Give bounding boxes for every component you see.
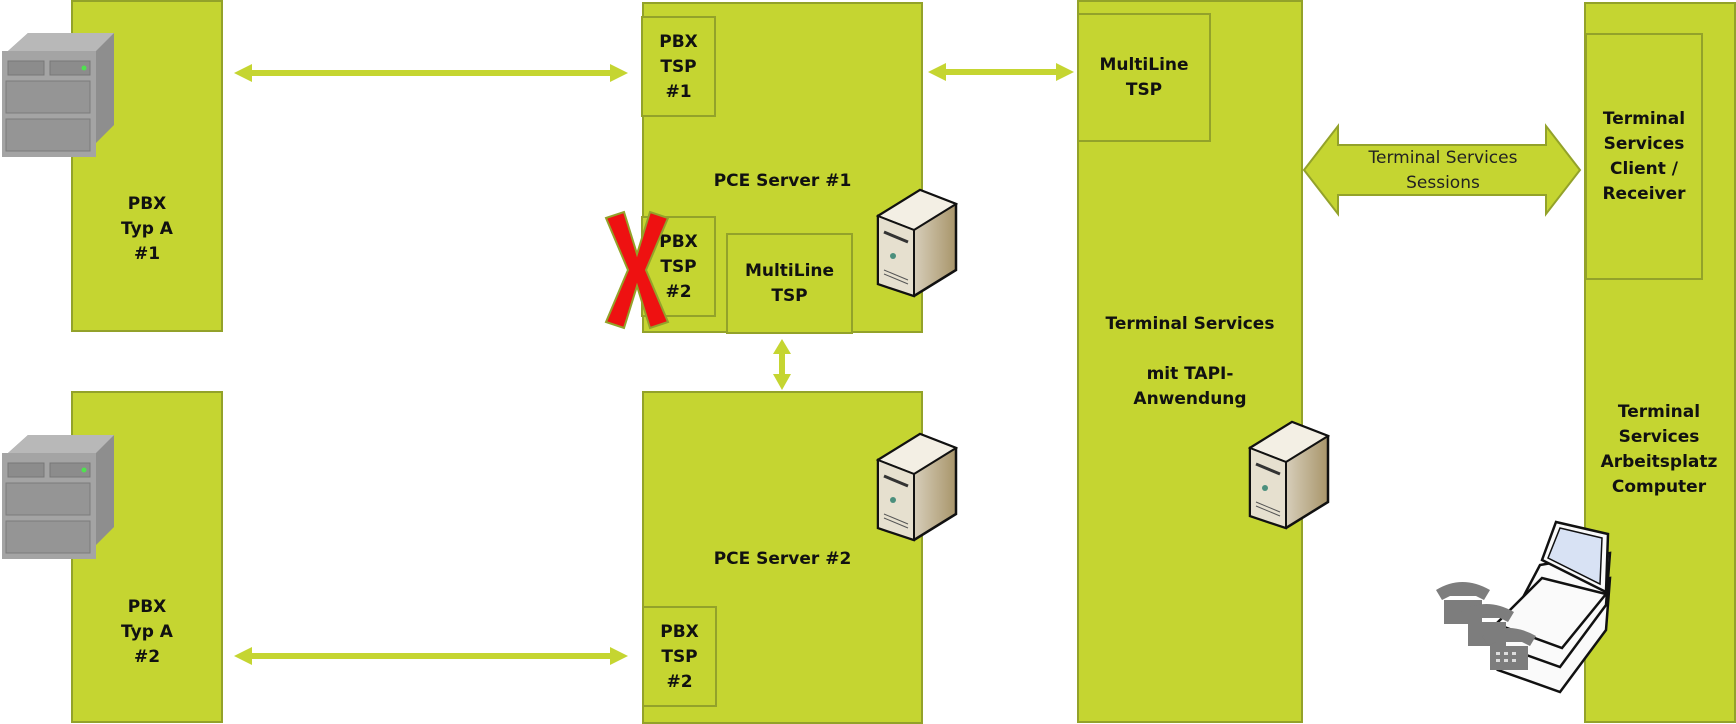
multiline-tsp-pce1: MultiLine TSP [726, 233, 853, 334]
multiline-tsp-pce1-label: MultiLine TSP [744, 261, 835, 306]
pce-server-1-label: PCE Server #1 [713, 171, 852, 191]
pbx-hardware-icon [2, 33, 114, 157]
sessions-double-arrow [1302, 123, 1582, 217]
pbx-tsp-1-label: PBX TSP #1 [659, 32, 698, 102]
pbx-1-label: PBX Typ A #1 [121, 194, 173, 264]
terminal-client-receiver: Terminal Services Client / Receiver [1585, 33, 1703, 280]
pbx-tsp-1: PBX TSP #1 [641, 16, 716, 117]
failure-x-icon [604, 210, 670, 330]
pbx-hardware-icon [2, 435, 114, 559]
arrow-pce1-pce2 [773, 339, 791, 390]
multiline-tsp-terminal: MultiLine TSP [1077, 13, 1211, 142]
pce-server-2-label: PCE Server #2 [713, 549, 852, 569]
server-tower-icon [876, 432, 958, 542]
multiline-tsp-terminal-label: MultiLine TSP [1099, 55, 1189, 100]
arrow-pce1-terminal [928, 63, 1074, 81]
pbx-tsp-2-pce2: PBX TSP #2 [642, 606, 717, 707]
server-tower-icon [876, 188, 958, 298]
pbx-tsp-2-label: PBX TSP #2 [659, 232, 698, 302]
workstation-label: Terminal Services Arbeitsplatz Computer [1600, 402, 1718, 497]
arrow-pbx1-pce1 [234, 64, 628, 82]
telephone-icon [1436, 582, 1536, 670]
pbx-2-label: PBX Typ A #2 [121, 597, 173, 667]
server-tower-icon [1248, 420, 1330, 530]
terminal-services-label: Terminal Services mit TAPI- Anwendung [1105, 314, 1275, 409]
pbx-tsp-2-pce2-label: PBX TSP #2 [660, 622, 699, 692]
arrow-pbx2-pce2 [234, 647, 628, 665]
terminal-client-label: Terminal Services Client / Receiver [1602, 109, 1686, 204]
sessions-arrow-label: Terminal Services Sessions [1368, 148, 1518, 193]
